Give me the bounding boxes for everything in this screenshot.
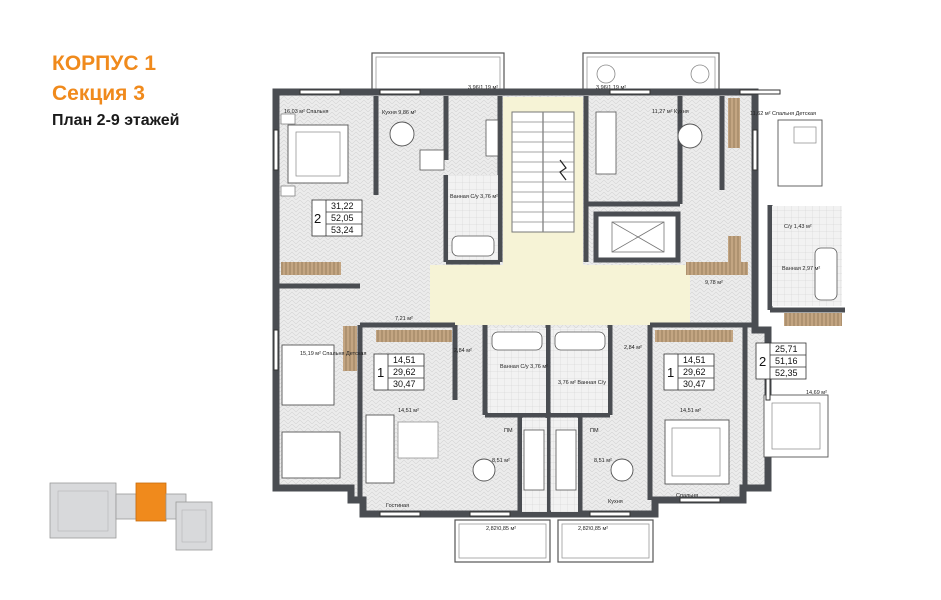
room-label: 2,84 м² bbox=[454, 348, 472, 354]
room-label: 11,62 м² Спальня Детская bbox=[750, 111, 816, 117]
room-label: 16,03 м² Спальня bbox=[284, 109, 329, 115]
interior-walls bbox=[276, 96, 845, 514]
area-with-balcony: 53,24 bbox=[331, 225, 354, 235]
apartment-1-cr: 1 14,51 29,62 30,47 bbox=[663, 353, 715, 391]
area-living: 25,71 bbox=[775, 344, 798, 354]
room-label: 9,78 м² bbox=[705, 280, 723, 286]
rooms-count: 1 bbox=[377, 365, 384, 380]
wardrobe bbox=[281, 262, 341, 275]
bed-icon bbox=[777, 119, 823, 187]
bottom-balcony-left bbox=[454, 519, 551, 563]
bottom-balcony-right bbox=[557, 519, 654, 563]
room-label: 2,82\0,85 м² bbox=[486, 526, 516, 532]
room-label: Гостиная bbox=[386, 503, 409, 509]
stove-icon bbox=[419, 149, 445, 171]
bathtub-icon bbox=[554, 331, 606, 351]
room-label: 15,19 м² Спальня Детская bbox=[300, 351, 366, 357]
area-with-balcony: 30,47 bbox=[393, 379, 416, 389]
rooms-count: 2 bbox=[759, 354, 766, 369]
fridge-icon bbox=[485, 119, 499, 157]
room-label: 2,84 м² bbox=[624, 345, 642, 351]
wardrobe bbox=[728, 236, 741, 272]
wardrobe bbox=[343, 326, 357, 371]
room-label: ПМ bbox=[504, 428, 513, 434]
room-label: Кухня 9,86 м² bbox=[382, 110, 416, 116]
apartment-2-nw: 2 31,22 52,05 53,24 bbox=[311, 199, 363, 237]
area-total: 51,16 bbox=[775, 356, 798, 366]
kitchen-counter bbox=[555, 429, 577, 491]
area-total: 29,62 bbox=[683, 367, 706, 377]
room-label: 3,76 м² Ванная С/у bbox=[558, 380, 606, 386]
room-label: 8,51 м² bbox=[594, 458, 612, 464]
windows bbox=[273, 89, 781, 517]
room-label: 14,51 м² bbox=[398, 408, 419, 414]
key-plan-thumbnail bbox=[49, 482, 213, 551]
kitchen-counter bbox=[523, 429, 545, 491]
elevator-shaft bbox=[593, 211, 681, 263]
apartment-1-cl: 1 14,51 29,62 30,47 bbox=[373, 353, 425, 391]
wardrobe bbox=[784, 313, 842, 326]
room-label: Ванная 2,97 м² bbox=[782, 266, 820, 272]
room-label: 14,51 м² bbox=[680, 408, 701, 414]
kitchen-counter bbox=[595, 111, 617, 175]
area-living: 14,51 bbox=[683, 355, 706, 365]
current-section-marker bbox=[135, 482, 167, 522]
room-label: 7,21 м² bbox=[395, 316, 413, 322]
floors-title: План 2-9 этажей bbox=[52, 112, 180, 129]
area-with-balcony: 30,47 bbox=[683, 379, 706, 389]
building-title: КОРПУС 1 bbox=[52, 52, 156, 75]
room-labels: 16,03 м² Спальня Кухня 9,86 м² 3,96\1,19… bbox=[284, 85, 827, 532]
bathtub-icon bbox=[814, 247, 838, 301]
bed-icon bbox=[763, 394, 829, 458]
room-label: Ванная С/у 3,76 м² bbox=[500, 364, 548, 370]
area-with-balcony: 52,35 bbox=[775, 368, 798, 378]
wardrobe bbox=[376, 330, 452, 342]
section-title: Секция 3 bbox=[52, 82, 145, 105]
top-balcony-left bbox=[371, 52, 505, 94]
room-label: 14,69 м² bbox=[806, 390, 827, 396]
bed-icon bbox=[281, 344, 341, 479]
wardrobe bbox=[728, 98, 740, 148]
room-label: 2,82\0,85 м² bbox=[578, 526, 608, 532]
room-label: 11,27 м² Кухня bbox=[652, 109, 689, 115]
wardrobe bbox=[655, 330, 733, 342]
room-label: 3,96\1,19 м² bbox=[468, 85, 498, 91]
room-label: Кухня bbox=[608, 499, 623, 505]
dining-table-icon bbox=[389, 121, 703, 482]
bed-icon bbox=[664, 419, 730, 485]
sofa-icon bbox=[365, 414, 439, 484]
area-living: 14,51 bbox=[393, 355, 416, 365]
bathtub-icon bbox=[451, 235, 495, 257]
room-label: 3,96\1,19 м² bbox=[596, 85, 626, 91]
chair-icon bbox=[690, 64, 710, 84]
bed-icon bbox=[280, 113, 349, 197]
room-label: Ванная С/у 3,76 м² bbox=[450, 194, 498, 200]
room-label: С/у 1,43 м² bbox=[784, 224, 812, 230]
apartment-2-se: 2 25,71 51,16 52,35 bbox=[755, 342, 807, 380]
top-balcony-right bbox=[582, 52, 720, 94]
room-label: ПМ bbox=[590, 428, 599, 434]
area-total: 52,05 bbox=[331, 213, 354, 223]
stair-hall bbox=[430, 97, 690, 325]
plant-icon bbox=[596, 64, 616, 84]
area-total: 29,62 bbox=[393, 367, 416, 377]
bathtub-icon bbox=[491, 331, 543, 351]
rooms-count: 2 bbox=[314, 211, 321, 226]
room-label: 8,51 м² bbox=[492, 458, 510, 464]
rooms-count: 1 bbox=[667, 365, 674, 380]
room-label: Спальня bbox=[676, 493, 698, 499]
area-living: 31,22 bbox=[331, 201, 354, 211]
